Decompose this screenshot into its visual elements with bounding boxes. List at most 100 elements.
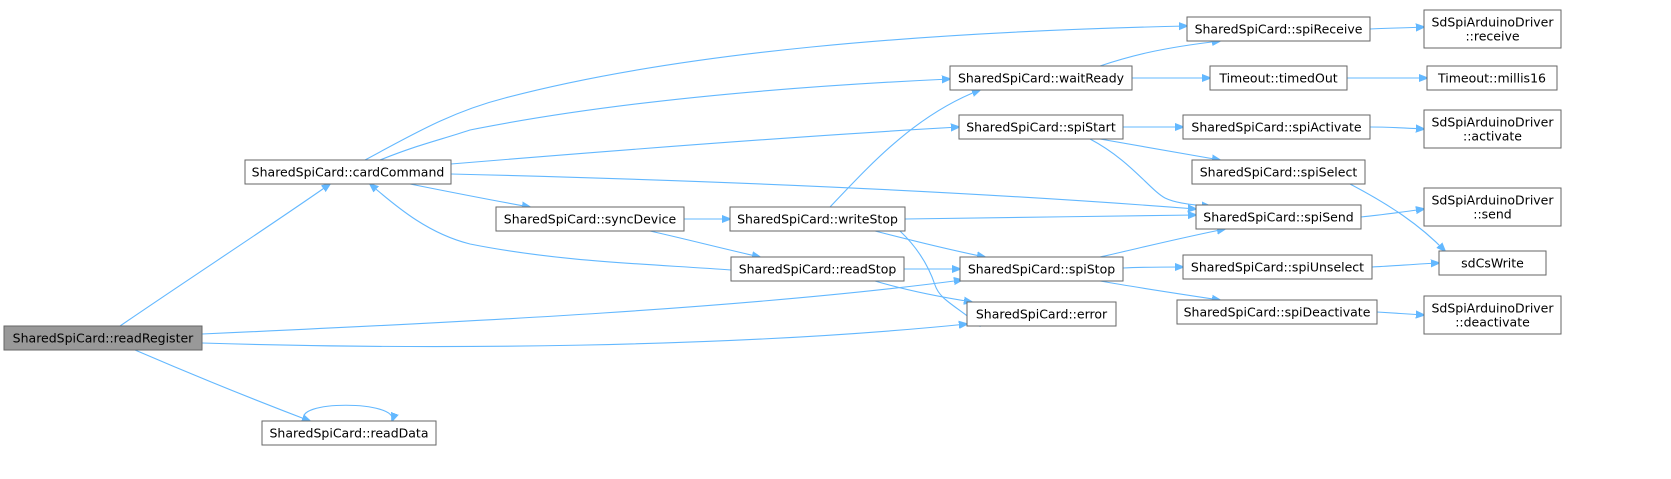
node-spiSend[interactable]: SharedSpiCard::spiSend	[1195, 204, 1362, 230]
edge-writeStop-to-error	[899, 230, 980, 326]
node-label: ::deactivate	[1455, 315, 1530, 330]
node-label: SharedSpiCard::spiSelect	[1200, 165, 1358, 180]
edge-spiSelect-to-sdCsWrite	[1349, 183, 1445, 251]
node-label: SharedSpiCard::spiActivate	[1191, 120, 1361, 135]
node-box	[1182, 114, 1371, 140]
edge-writeStop-to-spiStop	[874, 230, 985, 257]
node-box	[1176, 299, 1378, 325]
node-readStop[interactable]: SharedSpiCard::readStop	[730, 256, 905, 282]
edge-readRegister-to-cardCommand	[119, 184, 330, 327]
edges	[119, 26, 1445, 421]
node-box	[729, 206, 906, 232]
node-label: SharedSpiCard::cardCommand	[252, 165, 445, 180]
node-box	[1186, 16, 1371, 42]
node-timedOut[interactable]: Timeout::timedOut	[1209, 65, 1348, 91]
node-millis16[interactable]: Timeout::millis16	[1426, 65, 1558, 91]
edge-readStop-to-error	[874, 280, 972, 302]
edge-cardCommand-to-syncDevice	[409, 183, 530, 207]
node-receive[interactable]: SdSpiArduinoDriver::receive	[1423, 9, 1562, 49]
node-label: SharedSpiCard::spiSend	[1203, 210, 1353, 225]
node-box	[1423, 9, 1562, 49]
node-label: SdSpiArduinoDriver	[1431, 15, 1554, 30]
node-syncDevice[interactable]: SharedSpiCard::syncDevice	[495, 206, 685, 232]
node-label: SharedSpiCard::syncDevice	[504, 212, 677, 227]
node-box	[1195, 204, 1362, 230]
node-label: SharedSpiCard::error	[976, 307, 1108, 322]
node-box	[495, 206, 685, 232]
node-label: SharedSpiCard::waitReady	[958, 71, 1125, 86]
node-label: sdCsWrite	[1461, 256, 1524, 271]
node-box	[1423, 295, 1562, 335]
node-label: Timeout::millis16	[1437, 71, 1546, 86]
node-spiUnselect[interactable]: SharedSpiCard::spiUnselect	[1182, 254, 1373, 280]
node-label: SharedSpiCard::spiUnselect	[1191, 260, 1364, 275]
node-box	[1191, 159, 1366, 185]
node-label: ::send	[1473, 207, 1511, 222]
node-box	[1423, 187, 1562, 227]
node-box	[3, 325, 203, 351]
node-deactivate[interactable]: SdSpiArduinoDriver::deactivate	[1423, 295, 1562, 335]
node-writeStop[interactable]: SharedSpiCard::writeStop	[729, 206, 906, 232]
node-label: SdSpiArduinoDriver	[1431, 301, 1554, 316]
node-spiSelect[interactable]: SharedSpiCard::spiSelect	[1191, 159, 1366, 185]
node-label: Timeout::timedOut	[1218, 71, 1337, 86]
node-spiDeactivate[interactable]: SharedSpiCard::spiDeactivate	[1176, 299, 1378, 325]
edge-cardCommand-to-spiSend	[450, 173, 1196, 209]
edge-readRegister-to-readData	[134, 349, 310, 421]
node-readData[interactable]: SharedSpiCard::readData	[261, 420, 437, 446]
node-box	[1182, 254, 1373, 280]
nodes: SharedSpiCard::readRegisterSharedSpiCard…	[3, 9, 1562, 446]
node-sdCsWrite[interactable]: sdCsWrite	[1438, 250, 1547, 276]
node-label: SharedSpiCard::spiStop	[968, 262, 1115, 277]
edge-spiStart-to-spiSelect	[1099, 138, 1220, 160]
node-cardCommand[interactable]: SharedSpiCard::cardCommand	[244, 159, 452, 185]
edge-readStop-to-cardCommand	[370, 184, 732, 271]
node-label: SharedSpiCard::readRegister	[13, 331, 194, 346]
node-label: SharedSpiCard::readData	[269, 426, 428, 441]
node-waitReady[interactable]: SharedSpiCard::waitReady	[949, 65, 1133, 91]
edge-writeStop-to-waitReady	[829, 90, 980, 208]
edge-spiDeactivate-to-deactivate	[1376, 312, 1424, 315]
node-send[interactable]: SdSpiArduinoDriver::send	[1423, 187, 1562, 227]
node-spiStop[interactable]: SharedSpiCard::spiStop	[959, 256, 1124, 282]
node-spiReceive[interactable]: SharedSpiCard::spiReceive	[1186, 16, 1371, 42]
node-label: SharedSpiCard::writeStop	[737, 212, 898, 227]
node-box	[1423, 109, 1562, 149]
node-label: SharedSpiCard::spiDeactivate	[1184, 305, 1371, 320]
node-box	[966, 301, 1117, 327]
node-box	[244, 159, 452, 185]
node-error[interactable]: SharedSpiCard::error	[966, 301, 1117, 327]
edge-syncDevice-to-readStop	[649, 230, 760, 257]
edge-cardCommand-to-spiReceive	[364, 26, 1187, 161]
node-box	[1209, 65, 1348, 91]
edge-readRegister-to-error	[201, 324, 967, 348]
node-activate[interactable]: SdSpiArduinoDriver::activate	[1423, 109, 1562, 149]
node-spiStart[interactable]: SharedSpiCard::spiStart	[958, 114, 1124, 140]
edge-spiStop-to-spiSend	[1099, 229, 1225, 258]
edge-spiReceive-to-receive	[1369, 27, 1424, 29]
node-box	[261, 420, 437, 446]
node-label: SharedSpiCard::readStop	[739, 262, 897, 277]
node-box	[959, 256, 1124, 282]
edge-spiStop-to-spiDeactivate	[1099, 280, 1220, 300]
node-label: SdSpiArduinoDriver	[1431, 193, 1554, 208]
node-box	[730, 256, 905, 282]
node-label: SdSpiArduinoDriver	[1431, 115, 1554, 130]
edge-spiStop-to-spiUnselect	[1122, 267, 1183, 268]
edge-writeStop-to-spiSend	[904, 215, 1196, 220]
node-spiActivate[interactable]: SharedSpiCard::spiActivate	[1182, 114, 1371, 140]
edge-spiStart-to-spiSend	[1089, 138, 1210, 206]
edge-cardCommand-to-spiStart	[450, 127, 959, 165]
node-box	[1426, 65, 1558, 91]
edge-spiSend-to-send	[1360, 209, 1424, 218]
edge-readData-to-readData	[303, 404, 393, 421]
node-box	[1438, 250, 1547, 276]
edge-spiUnselect-to-sdCsWrite	[1371, 263, 1439, 267]
node-readRegister[interactable]: SharedSpiCard::readRegister	[3, 325, 203, 351]
node-label: SharedSpiCard::spiStart	[966, 120, 1116, 135]
node-label: ::activate	[1463, 129, 1522, 144]
edge-spiActivate-to-activate	[1369, 127, 1424, 129]
node-box	[949, 65, 1133, 91]
edge-cardCommand-to-waitReady	[379, 79, 950, 161]
